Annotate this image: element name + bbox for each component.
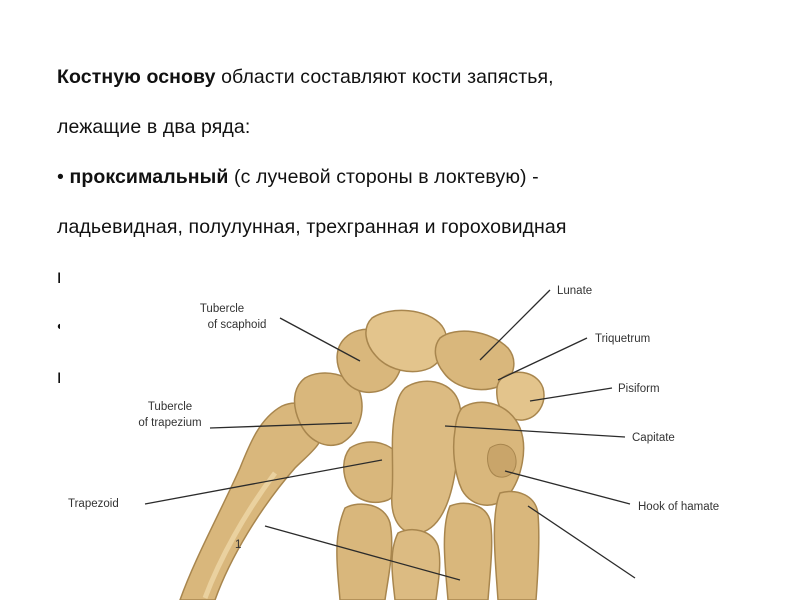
second-metacarpal-base: [336, 503, 393, 600]
label-trapezoid: Trapezoid: [68, 498, 119, 510]
label-hook-of-hamate: Hook of hamate: [638, 501, 719, 513]
leader-line-first-metacarpal: [264, 525, 461, 581]
leader-line-tubercle-scaphoid: [279, 317, 361, 362]
bullet-proximal-row: • проксимальный (с лучевой стороны в лок…: [57, 152, 777, 202]
carpal-bones-illustration: Tubercle of scaphoid Tubercle of trapezi…: [60, 268, 760, 600]
lunate-bone: [365, 309, 448, 373]
text-line-2: лежащие в два ряда:: [57, 116, 251, 138]
text-line-4: ладьевидная, полулунная, трехгранная и г…: [57, 216, 567, 238]
trapezoid-bone: [343, 441, 405, 504]
leader-line-hook-of-hamate: [504, 470, 631, 505]
label-tubercle-scaphoid-line2: of scaphoid: [208, 319, 267, 331]
leader-line-hamate-body: [527, 505, 636, 579]
label-tubercle-trapezium-line2: of trapezium: [138, 417, 201, 429]
leader-line-tubercle-trapezium: [209, 422, 353, 429]
label-lunate: Lunate: [557, 285, 592, 297]
leader-line-triquetrum: [497, 337, 588, 381]
fourth-metacarpal-base: [443, 502, 493, 600]
label-capitate: Capitate: [632, 432, 675, 444]
fifth-metacarpal-base: [493, 490, 540, 600]
third-metacarpal-base: [391, 529, 441, 600]
label-pisiform: Pisiform: [618, 383, 660, 395]
bullet-symbol: •: [57, 166, 70, 188]
leader-line-capitate: [444, 425, 626, 438]
label-triquetrum: Triquetrum: [595, 333, 650, 345]
bold-phrase-proximal: проксимальный: [69, 166, 229, 188]
bold-phrase-bone-base: Костную основу: [57, 66, 216, 88]
text-line-1: Костную основу области составляют кости …: [57, 52, 777, 102]
leader-line-lunate: [479, 289, 551, 361]
hook-of-hamate: [487, 444, 517, 478]
anatomy-labels: Tubercle of scaphoid Tubercle of trapezi…: [68, 285, 719, 551]
leader-line-trapezoid: [144, 459, 383, 505]
label-tubercle-scaphoid-line1: Tubercle: [200, 303, 244, 315]
leader-lines: [144, 289, 636, 581]
label-tubercle-trapezium-line1: Tubercle: [148, 401, 192, 413]
text-line-3-rest: (с лучевой стороны в локтевую) -: [228, 166, 539, 188]
first-metacarpal-highlight: [202, 471, 278, 599]
leader-line-pisiform: [529, 387, 613, 402]
text-line-1-rest: области составляют кости запястья,: [215, 66, 554, 88]
pisiform-bone: [496, 371, 545, 421]
label-first-metacarpal-number: 1: [235, 539, 241, 551]
